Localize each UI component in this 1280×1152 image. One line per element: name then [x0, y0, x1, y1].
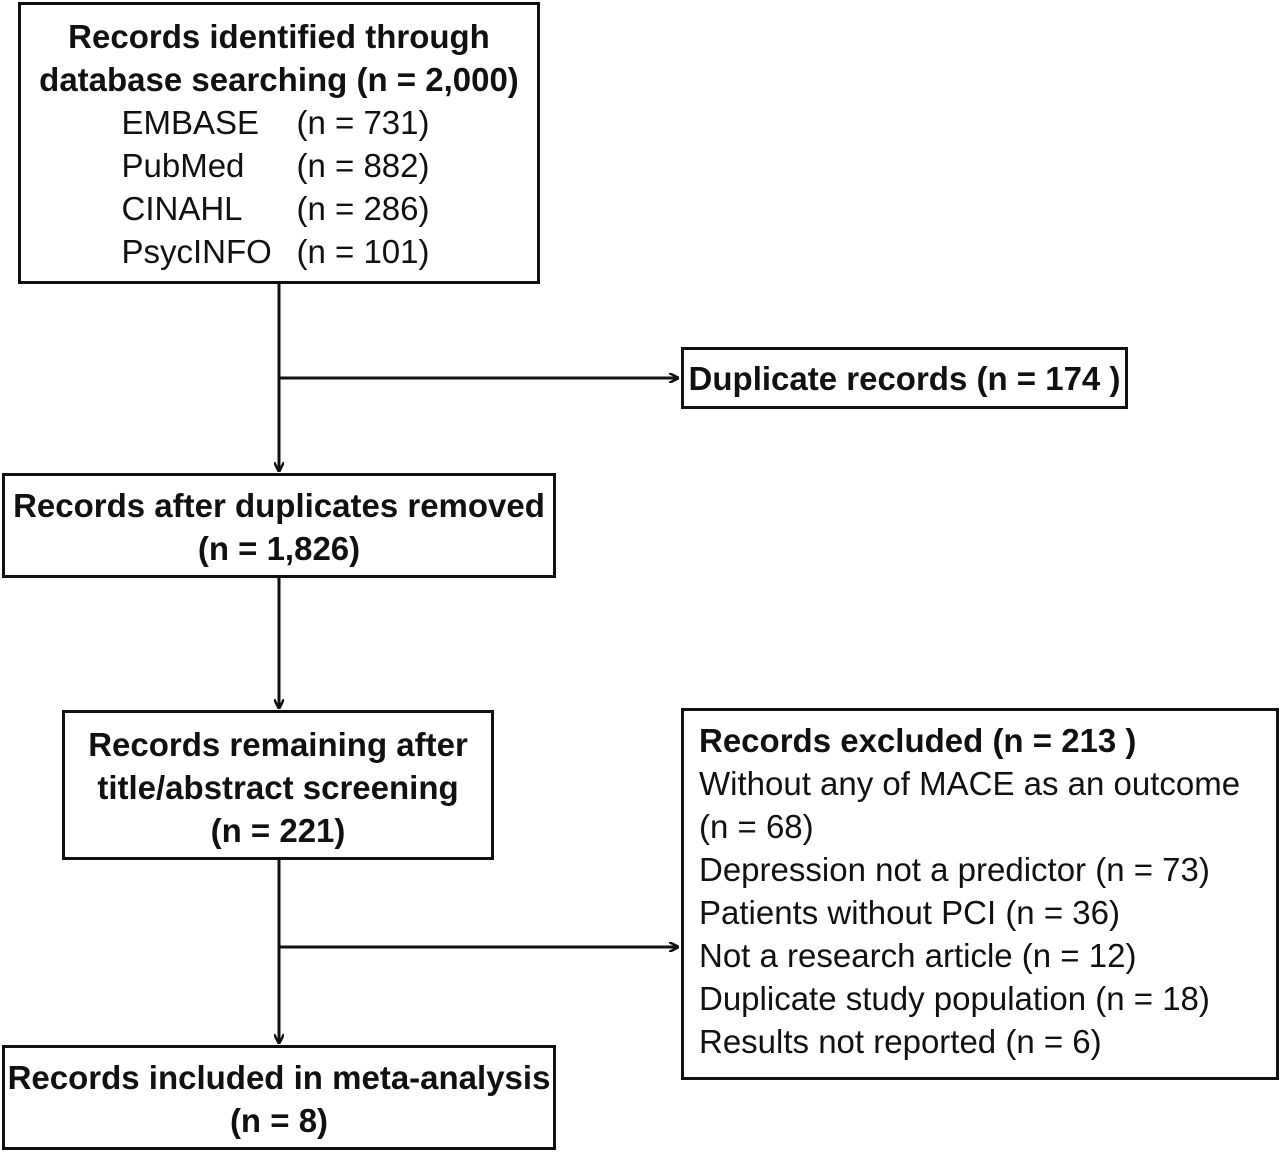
screening-box: Records remaining after title/abstract s… [62, 710, 494, 860]
database-row: EMBASE (n = 731) [21, 101, 537, 144]
database-row: CINAHL (n = 286) [21, 187, 537, 230]
after-duplicates-count: (n = 1,826) [197, 530, 361, 567]
database-name: PsycINFO [121, 233, 272, 270]
database-count: (n = 286) [296, 190, 430, 227]
database-name: PubMed [121, 147, 245, 184]
screening-line1: Records remaining after [88, 726, 468, 763]
database-row: PubMed (n = 882) [21, 144, 537, 187]
duplicates-box: Duplicate records (n = 174 ) [681, 347, 1128, 409]
included-box: Records included in meta-analysis (n = 8… [2, 1045, 556, 1150]
identified-title-line1: Records identified through [68, 18, 490, 55]
screening-line2: title/abstract screening [97, 769, 459, 806]
database-row: PsycINFO (n = 101) [21, 230, 537, 273]
duplicates-label: Duplicate records (n = 174 ) [688, 360, 1121, 397]
screening-count: (n = 221) [210, 812, 346, 849]
database-count: (n = 731) [296, 104, 430, 141]
excluded-box: Records excluded (n = 213 ) Without any … [681, 708, 1279, 1080]
excluded-title: Records excluded (n = 213 ) [699, 722, 1137, 759]
exclusion-reason: Patients without PCI (n = 36) [699, 894, 1120, 931]
included-count: (n = 8) [229, 1102, 329, 1139]
exclusion-reason: Without any of MACE as an outcome [699, 765, 1241, 802]
after-duplicates-line1: Records after duplicates removed [13, 487, 545, 524]
database-name: EMBASE [121, 104, 260, 141]
after-duplicates-box: Records after duplicates removed (n = 1,… [2, 473, 556, 578]
database-count: (n = 882) [296, 147, 430, 184]
database-count: (n = 101) [296, 233, 430, 270]
identified-box: Records identified through database sear… [18, 2, 540, 284]
included-line1: Records included in meta-analysis [7, 1059, 551, 1096]
database-name: CINAHL [121, 190, 243, 227]
exclusion-reason: (n = 68) [699, 808, 814, 845]
exclusion-reason: Results not reported (n = 6) [699, 1023, 1102, 1060]
exclusion-reason: Not a research article (n = 12) [699, 937, 1137, 974]
exclusion-reason: Depression not a predictor (n = 73) [699, 851, 1210, 888]
exclusion-reason: Duplicate study population (n = 18) [699, 980, 1210, 1017]
identified-title-line2: database searching (n = 2,000) [39, 61, 519, 98]
